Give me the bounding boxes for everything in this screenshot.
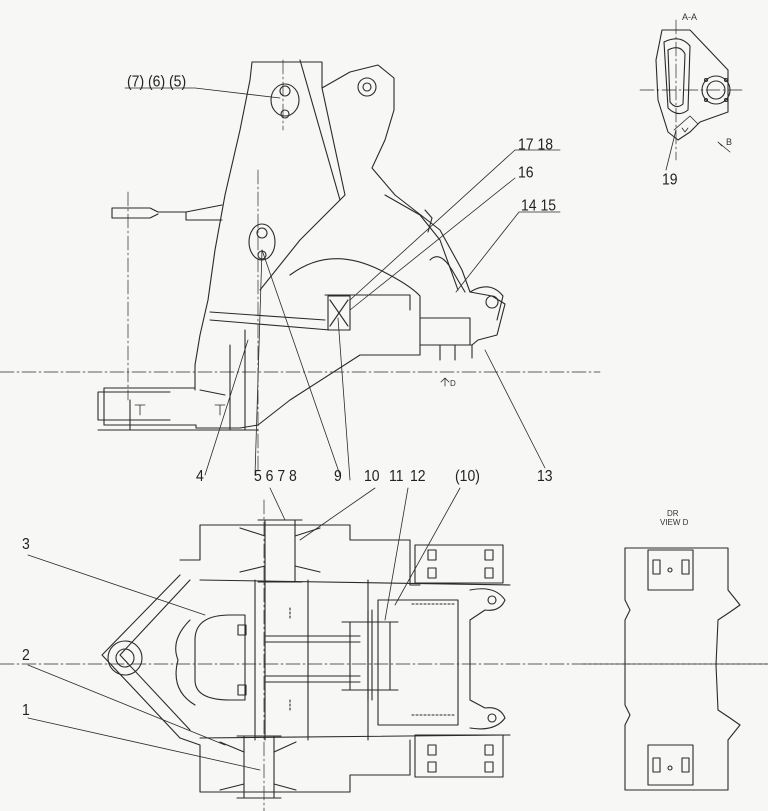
callout-16: 16 <box>518 162 534 182</box>
callout-7-6-5: (7) (6) (5) <box>127 71 187 91</box>
callout-10-paren: (10) <box>455 465 480 485</box>
callout-5-6-7-8: 5 6 7 8 <box>254 465 297 485</box>
callout-13: 13 <box>537 465 553 485</box>
view-d-label-line2: VIEW D <box>660 518 689 527</box>
callout-1: 1 <box>22 699 30 719</box>
callout-4: 4 <box>196 465 204 485</box>
callout-14-15: 14 15 <box>521 195 557 215</box>
section-a-a <box>655 29 731 171</box>
callout-17-18: 17 18 <box>518 134 554 154</box>
view-d-label-line1: DR <box>667 509 679 518</box>
view-d <box>624 547 741 791</box>
callout-9: 9 <box>334 465 342 485</box>
small-arrow-d-label: D <box>450 379 456 388</box>
side-view <box>97 59 506 431</box>
callout-10: 10 <box>364 465 380 485</box>
callout-12: 12 <box>410 465 426 485</box>
section-a-a-label: A-A <box>682 12 698 22</box>
leaders-top <box>124 87 561 481</box>
view-arrow-b-label: B <box>726 137 733 147</box>
callout-19: 19 <box>662 169 678 189</box>
plan-view <box>27 487 511 799</box>
callout-11: 11 <box>389 465 404 485</box>
callout-3: 3 <box>22 533 30 553</box>
centerlines <box>0 19 768 811</box>
callout-2: 2 <box>22 644 30 664</box>
